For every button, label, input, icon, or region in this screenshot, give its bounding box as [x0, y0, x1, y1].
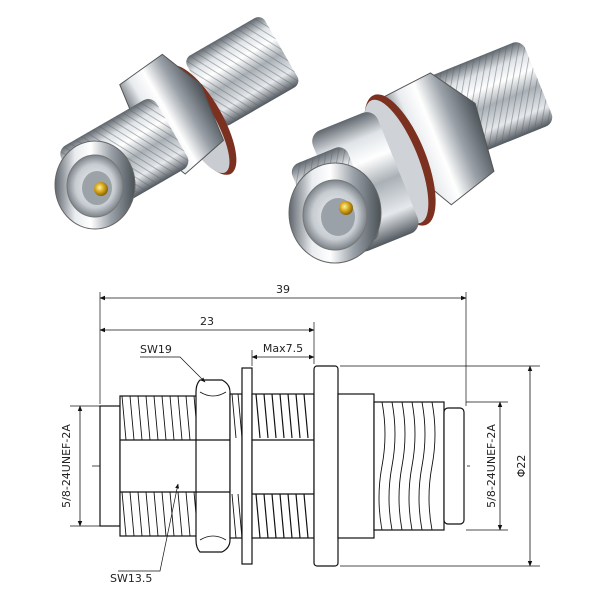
right-thread-section [373, 401, 465, 531]
connector-photo-right [288, 42, 553, 264]
label-diameter: Φ22 [515, 455, 528, 478]
connector-photo-left [54, 17, 299, 230]
left-thread-section [99, 395, 201, 537]
washer-drawing [241, 367, 253, 565]
label-overall-length: 39 [276, 283, 290, 296]
label-thread-left: 5/8-24UNEF-2A [60, 424, 73, 508]
leader-sw13 [118, 483, 180, 572]
label-flange-length: 23 [200, 315, 214, 328]
gold-pin-left [94, 182, 108, 196]
label-sw19: SW19 [140, 343, 172, 356]
hex-nut-drawing [195, 379, 231, 553]
body-drawing [337, 393, 375, 539]
gold-pin-right [339, 201, 353, 215]
technical-drawing [70, 292, 540, 572]
panel-thread-section [251, 393, 315, 539]
flange-drawing [313, 365, 339, 567]
label-max-panel: Max7.5 [263, 342, 303, 355]
label-sw13-5: SW13.5 [110, 572, 152, 585]
label-thread-right: 5/8-24UNEF-2A [485, 424, 498, 508]
leader-sw19 [140, 356, 206, 383]
middle-thread-section [229, 393, 243, 539]
